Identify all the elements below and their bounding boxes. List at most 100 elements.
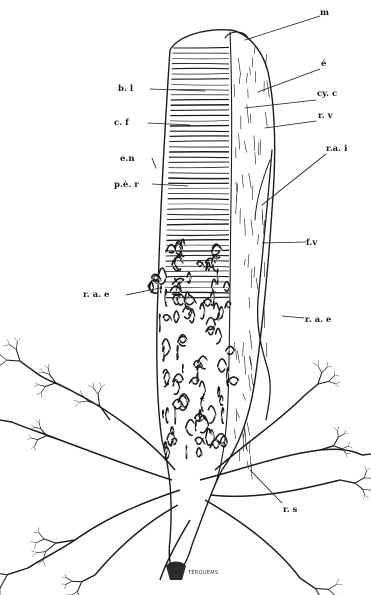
fiber-stroke (249, 442, 250, 454)
base-tip (166, 562, 186, 581)
root-twig (75, 402, 79, 406)
root-twig (40, 368, 43, 372)
longitudinal-fibers (234, 47, 270, 480)
label-cf: c. f (114, 118, 130, 128)
root-twig (329, 381, 336, 383)
vessel-loop (211, 292, 215, 305)
root-twig (88, 385, 93, 387)
striation-line (165, 271, 229, 272)
root-twig (78, 591, 80, 595)
root-twig (43, 561, 46, 567)
label-fv: f.v (306, 238, 318, 248)
fiber-stroke (254, 135, 255, 150)
root-twig (79, 401, 88, 402)
striation-line (167, 219, 229, 220)
striation-line (170, 120, 229, 121)
striation-line (172, 63, 229, 64)
root-twig (31, 542, 37, 543)
vessel-loop (185, 296, 196, 305)
fiber-stroke (265, 112, 267, 127)
root-twig (35, 382, 39, 385)
root-twig (0, 419, 12, 422)
root-twig (27, 438, 31, 440)
root-twig (101, 384, 105, 387)
fiber-stroke (251, 269, 252, 288)
fiber-stroke (236, 348, 237, 359)
fiber-stroke (238, 58, 240, 74)
fiber-stroke (250, 67, 251, 75)
root-twig (48, 368, 49, 375)
striation-line (168, 173, 229, 174)
root-twig (365, 495, 369, 497)
root-twig (334, 375, 339, 376)
striation-line (167, 224, 229, 225)
root-vessels (0, 337, 371, 595)
root-twig (100, 382, 102, 387)
striation-line (166, 235, 229, 236)
root-twig (7, 360, 20, 361)
label-m: m (320, 8, 329, 18)
root-twig (344, 430, 346, 434)
label-rv: r. v (318, 111, 334, 121)
striation-line (168, 178, 229, 179)
root-twig (36, 420, 39, 422)
root-twig (342, 446, 348, 449)
root-twig (36, 539, 44, 543)
striation-line (173, 47, 229, 48)
fiber-stroke (255, 152, 256, 164)
root-twig (338, 434, 344, 437)
root-twig (47, 436, 60, 440)
fiber-stroke (258, 234, 259, 244)
root-twig (322, 367, 327, 373)
root-twig (328, 585, 336, 590)
root-twig (43, 372, 50, 375)
fiber-stroke (239, 133, 240, 149)
root-twig (34, 543, 36, 549)
root-twig (82, 575, 95, 582)
root-twig (31, 551, 36, 553)
root-trunk (200, 449, 362, 480)
fiber-stroke (246, 73, 247, 83)
fiber-stroke (242, 175, 243, 188)
fiber-stroke (247, 461, 249, 469)
root-twig (67, 578, 72, 582)
fiber-stroke (237, 412, 239, 418)
fiber-stroke (243, 433, 244, 451)
root-twig (56, 383, 70, 390)
root-twig (334, 437, 339, 446)
root-twig (98, 394, 99, 405)
root-twig (34, 385, 39, 387)
root-twig (348, 442, 350, 446)
vessel-loop (212, 279, 217, 292)
root-twig (363, 495, 364, 499)
fiber-stroke (247, 423, 249, 436)
vessel-loop (196, 448, 202, 457)
root-twig (38, 436, 47, 440)
root-twig (78, 582, 82, 592)
root-twig (45, 383, 55, 387)
striation-line (169, 167, 229, 168)
artist-signature: TÉRQUEMS (187, 568, 218, 576)
root-twig (46, 543, 56, 552)
root-twig (37, 552, 46, 553)
root-trunk (28, 490, 180, 568)
striation-line (172, 73, 229, 74)
root-twig (346, 453, 347, 457)
root-twig (328, 589, 334, 595)
striation-line (170, 110, 229, 111)
root-twig (14, 337, 17, 341)
root-twig (34, 427, 40, 428)
striation-line (166, 240, 229, 241)
root-twig (80, 390, 82, 395)
root-twig (38, 385, 45, 387)
root-twig (0, 360, 7, 365)
fiber-stroke (250, 330, 252, 350)
root-twig (0, 573, 7, 575)
root-twig (335, 382, 340, 383)
root-twig (33, 532, 39, 533)
root-twig (4, 345, 10, 346)
root-twig (355, 483, 363, 489)
root-twig (44, 365, 48, 368)
striation-line (165, 292, 229, 293)
